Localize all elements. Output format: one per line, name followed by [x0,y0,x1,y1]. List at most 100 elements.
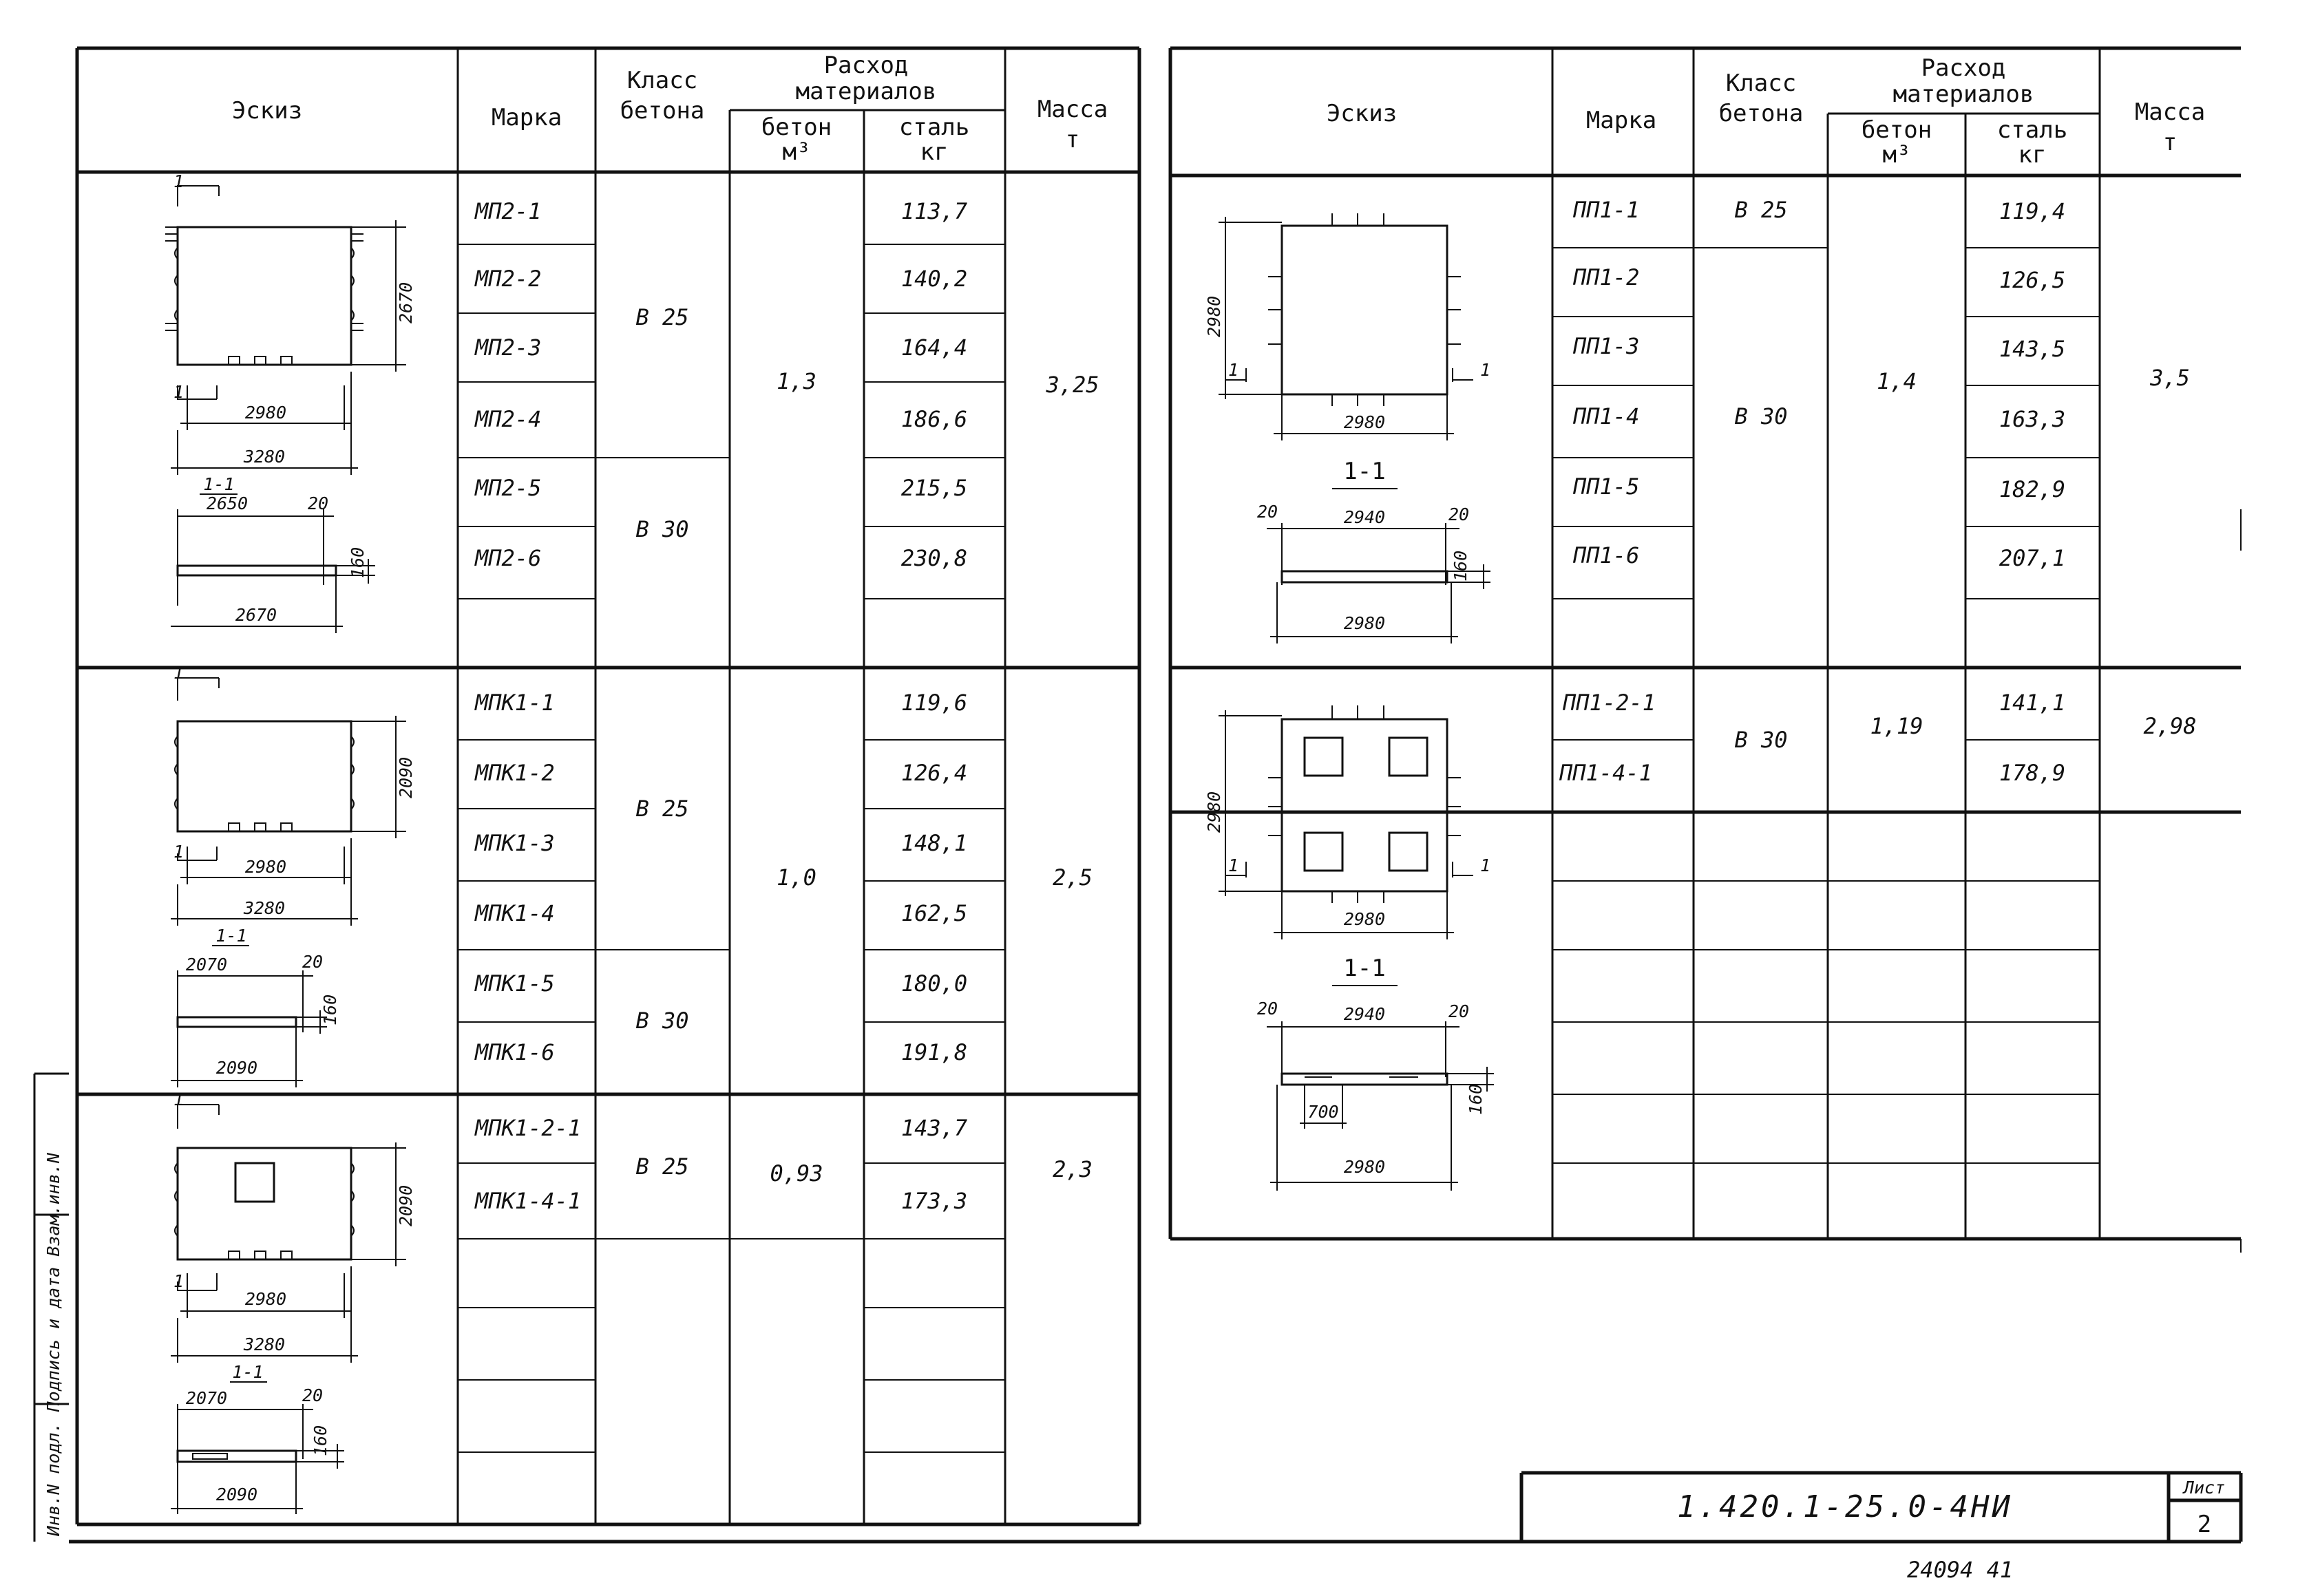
dim-inner-width: 2980 [245,403,286,423]
cell-steel: 163,3 [1999,406,2065,432]
left-steel: 113,7 140,2 164,4 186,6 215,5 230,8 119,… [901,198,967,1214]
header-mass-line1: Масса [2135,98,2205,126]
cell-steel: 148,1 [901,830,967,856]
header-concrete-line2: м³ [783,138,811,166]
cut-label: 1 [1228,360,1238,380]
cell-mark: ПП1-3 [1572,333,1639,359]
cell-mark: МП2-3 [474,334,541,361]
cell-mark: МП2-4 [474,406,541,432]
title-stamp [69,1471,2243,1544]
cell-steel: 126,4 [901,760,967,786]
cell-class: В 25 [635,796,688,822]
dim-height: 2090 [396,757,416,798]
cell-concrete: 1,19 [1870,713,1923,739]
cell-class: В 25 [635,1153,688,1180]
dim-section-top: 2650 [207,493,248,513]
header-sketch: Эскиз [1327,100,1397,127]
cell-mark: ПП1-6 [1572,542,1639,568]
cell-steel: 207,1 [1999,545,2065,571]
dim-section-top: 2070 [186,1388,227,1408]
sketch-mpk1-hole-panel: 1 1 2090 2980 3280 1-1 2070 20 160 2090 [171,1089,416,1514]
cut-label: 1 [173,663,184,683]
cell-class: В 25 [635,304,688,330]
dim-section-height: 160 [310,1425,330,1456]
footer-note: 24094 41 [1907,1557,2013,1583]
header-mark: Марка [1586,107,1656,134]
cell-steel: 215,5 [901,475,967,501]
cell-mark: МПК1-1 [474,690,555,716]
cell-mark: МПК1-4-1 [474,1188,581,1214]
cell-class: В 25 [1734,197,1787,223]
header-steel-line1: сталь [1997,116,2067,144]
cell-concrete: 1,4 [1877,368,1917,394]
sheet-number: 2 [2197,1511,2211,1538]
cut-label: 1 [173,1089,184,1109]
cell-concrete: 0,93 [770,1160,823,1187]
cut-label: 1 [1228,855,1238,875]
side-label: Инв.N подл. Подпись и дата Взам.инв.N [43,1152,63,1537]
cell-concrete: 1,0 [777,864,816,891]
header-concrete-line1: бетон [761,114,832,141]
dim-right-gap: 20 [1448,504,1469,524]
cell-steel: 140,2 [901,266,967,292]
dim-section-bottom: 2090 [216,1485,257,1504]
dim-section-bottom: 2980 [1344,1157,1385,1177]
header-consumption-line1: Расход [824,52,909,79]
cell-steel: 186,6 [901,406,967,432]
cell-mark: ПП1-2 [1572,264,1639,290]
section-label: 1-1 [203,474,234,494]
dim-inner-width: 2980 [245,1289,286,1309]
dim-width: 2980 [1344,412,1385,432]
left-marks: МП2-1 МП2-2 МП2-3 МП2-4 МП2-5 МП2-6 МПК1… [474,198,581,1214]
cell-mark: ПП1-5 [1572,474,1639,500]
cell-class: В 30 [1734,727,1787,753]
cell-mark: ПП1-4-1 [1559,760,1652,786]
cell-mark: МП2-1 [474,198,541,224]
header-sketch: Эскиз [232,97,302,125]
cell-mark: МП2-5 [474,475,541,501]
side-strip [33,1072,69,1542]
cell-steel: 143,5 [1999,336,2065,362]
cell-mass: 2,3 [1053,1156,1093,1182]
dim-left-gap: 20 [1257,999,1278,1019]
sheet-label: Лист [2182,1478,2225,1498]
cell-steel: 182,9 [1999,476,2065,502]
cell-steel: 178,9 [1999,760,2065,786]
header-consumption-line2: материалов [1893,81,2034,108]
sketch-mpk1-panel: 1 1 2090 2980 3280 1-1 2070 20 160 2090 [171,663,416,1087]
section-label: 1-1 [215,926,246,946]
dim-section-height: 160 [1466,1084,1486,1115]
cut-label: 1 [173,842,184,862]
dim-section-gap: 20 [302,952,323,972]
cell-steel: 113,7 [901,198,967,224]
cell-mark: ПП1-2-1 [1562,690,1656,716]
header-steel-line2: кг [920,138,949,166]
right-steel: 119,4 126,5 143,5 163,3 182,9 207,1 141,… [1999,198,2065,786]
cell-steel: 180,0 [901,970,967,997]
dim-section-bottom: 2090 [216,1058,257,1078]
cell-mark: МПК1-2-1 [474,1115,581,1141]
dim-right-gap: 20 [1448,1001,1469,1021]
cell-steel: 119,6 [901,690,967,716]
header-class-line2: бетона [1719,100,1804,127]
cut-label: 1 [173,382,184,402]
cell-mass: 3,25 [1045,372,1099,398]
sketch-pp1-slab: 2980 1 1 2980 1-1 20 2940 20 160 2980 [1204,213,1490,643]
sketch-mp2-panel: 1 1 2670 2980 3280 1-1 2650 20 160 2670 [165,171,416,633]
cut-label: 1 [1480,360,1490,380]
cell-class: В 30 [635,516,688,542]
right-groups: В 25 В 30 1,4 3,5 В 30 1,19 2,98 [1734,197,2196,753]
header-steel-line2: кг [2018,141,2047,169]
cell-steel: 164,4 [901,334,967,361]
header-mark: Марка [492,104,562,131]
left-table [75,46,1141,1526]
dim-height: 2980 [1204,791,1224,833]
cell-mark: МПК1-6 [474,1039,555,1065]
dim-outer-width: 3280 [243,898,285,918]
right-table [1168,46,2242,1253]
dim-section-height: 160 [348,547,368,578]
header-class-line1: Класс [627,67,697,94]
dim-section-bottom: 2980 [1344,613,1385,633]
cell-mass: 3,5 [2149,365,2190,391]
